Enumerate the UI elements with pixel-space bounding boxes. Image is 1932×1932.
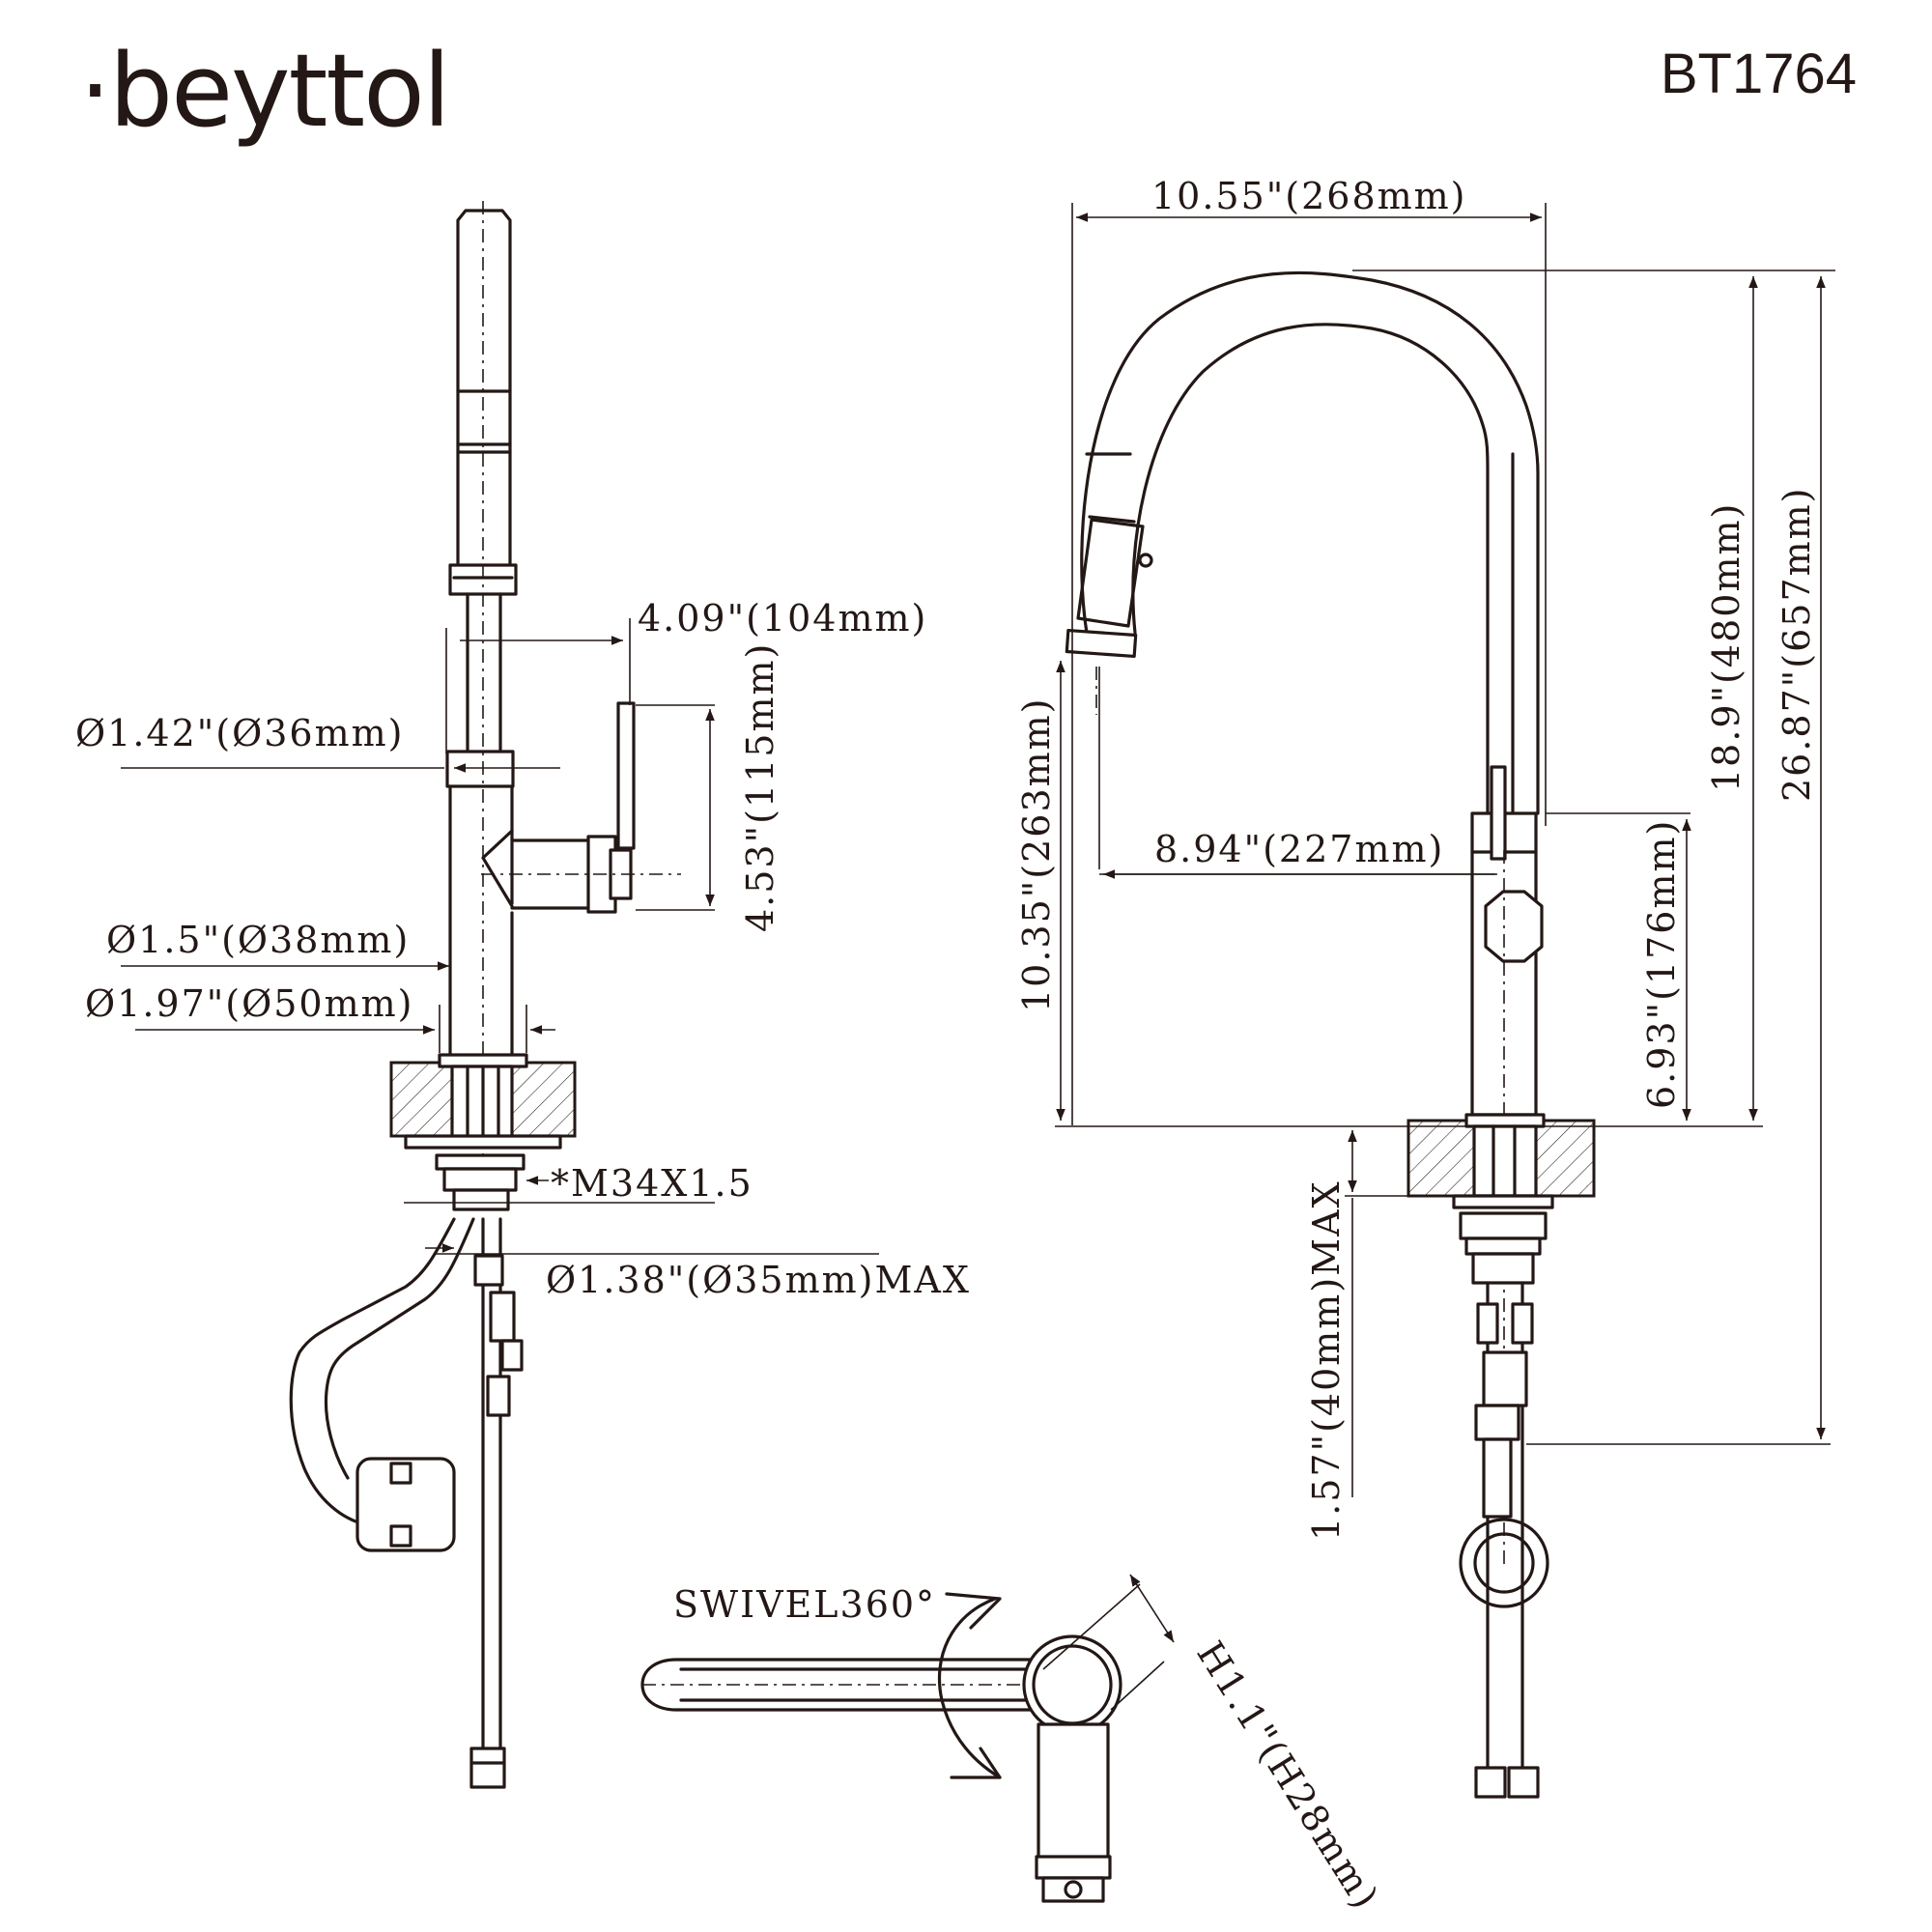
dim-spout-clearance: 10.35"(263mm) [1015, 696, 1058, 1012]
dim-handle-to-deck: 6.93"(176mm) [1640, 819, 1683, 1109]
model-number: BT1764 [1661, 43, 1857, 105]
dim-reach: 8.94"(227mm) [1154, 828, 1444, 870]
thread-spec: *M34X1.5 [551, 1162, 753, 1205]
dim-deck-max: 1.57"(40mm)MAX [1305, 1179, 1348, 1541]
front-view: 10.55"(268mm) 8.94"(227mm) 10.35"(263mm)… [1015, 175, 1835, 1799]
dim-hole-max: Ø1.38"(Ø35mm)MAX [546, 1259, 971, 1301]
dim-width: 10.55"(268mm) [1151, 175, 1467, 217]
top-view: SWIVEL360° H1.1"(H28mm) [640, 1574, 1387, 1918]
dim-dia-base: Ø1.97"(Ø50mm) [85, 982, 413, 1025]
brand-logo: ·beyttol [79, 32, 449, 150]
swivel-label: SWIVEL360° [673, 1583, 936, 1626]
dim-height: 18.9"(480mm) [1705, 502, 1747, 792]
dim-total-height: 26.87"(657mm) [1776, 486, 1818, 802]
dim-handle-h: H1.1"(H28mm) [1188, 1634, 1387, 1917]
dim-dia-body: Ø1.5"(Ø38mm) [106, 919, 410, 961]
dim-dia-upper: Ø1.42"(Ø36mm) [75, 712, 404, 754]
dim-spout-reach: 4.09"(104mm) [638, 597, 927, 639]
side-view: 4.09"(104mm) 4.53"(115mm) Ø1.42"(Ø36mm) … [75, 201, 971, 1789]
dim-handle-height: 4.53"(115mm) [739, 642, 781, 932]
